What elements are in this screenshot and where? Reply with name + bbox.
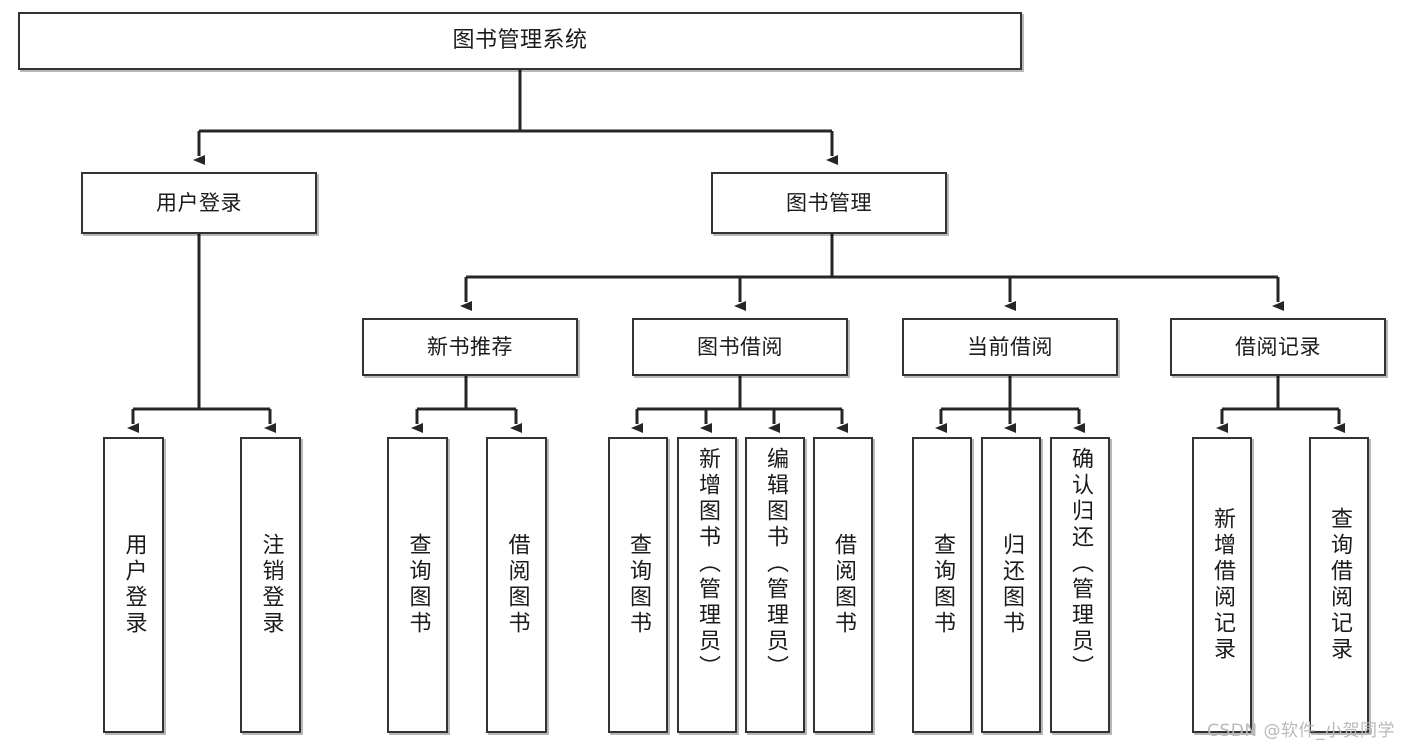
node-borrow-record[interactable]: 借阅记录 [1170,318,1386,376]
node-book-management-system[interactable]: 图书管理系统 [18,12,1022,70]
leaf-book-borrow-edit[interactable]: 编辑图书（管理员） [745,437,805,733]
node-label: 新书推荐 [427,334,513,359]
node-label: 新增借阅记录 [1210,507,1235,663]
node-label: 图书管理 [786,190,872,215]
csdn-watermark: CSDN @软件_小贺同学 [1207,721,1395,741]
node-book-management[interactable]: 图书管理 [711,172,947,234]
leaf-current-borrow-query[interactable]: 查询图书 [912,437,972,733]
node-current-borrow[interactable]: 当前借阅 [902,318,1118,376]
node-label: 图书借阅 [697,334,783,359]
node-user-login[interactable]: 用户登录 [81,172,317,234]
node-label: 编辑图书（管理员） [763,447,788,681]
node-label: 新增图书（管理员） [695,447,720,681]
node-label: 查询图书 [405,533,431,637]
node-label: 查询图书 [626,533,651,637]
node-label: 归还图书 [999,533,1024,637]
leaf-book-borrow-add[interactable]: 新增图书（管理员） [677,437,737,733]
node-label: 用户登录 [156,190,242,215]
leaf-book-borrow-query[interactable]: 查询图书 [608,437,668,733]
leaf-user-login-logout[interactable]: 注销登录 [240,437,301,733]
leaf-user-login-login[interactable]: 用户登录 [103,437,164,733]
node-label: 图书管理系统 [452,28,588,54]
node-label: 当前借阅 [967,334,1053,359]
leaf-new-book-query[interactable]: 查询图书 [387,437,448,733]
node-new-book-recommend[interactable]: 新书推荐 [362,318,578,376]
node-label: 借阅图书 [831,533,856,637]
node-label: 借阅记录 [1235,334,1321,359]
leaf-borrow-record-add[interactable]: 新增借阅记录 [1192,437,1252,733]
node-label: 查询借阅记录 [1327,507,1352,663]
node-label: 查询图书 [930,533,955,637]
leaf-book-borrow-borrow[interactable]: 借阅图书 [813,437,873,733]
leaf-current-borrow-return[interactable]: 归还图书 [981,437,1041,733]
leaf-new-book-borrow[interactable]: 借阅图书 [486,437,547,733]
leaf-current-borrow-confirm-return[interactable]: 确认归还（管理员） [1050,437,1110,733]
node-book-borrow[interactable]: 图书借阅 [632,318,848,376]
leaf-borrow-record-query[interactable]: 查询借阅记录 [1309,437,1369,733]
node-label: 用户登录 [121,533,147,637]
node-label: 注销登录 [258,533,284,637]
node-label: 确认归还（管理员） [1068,447,1093,681]
node-label: 借阅图书 [504,533,530,637]
